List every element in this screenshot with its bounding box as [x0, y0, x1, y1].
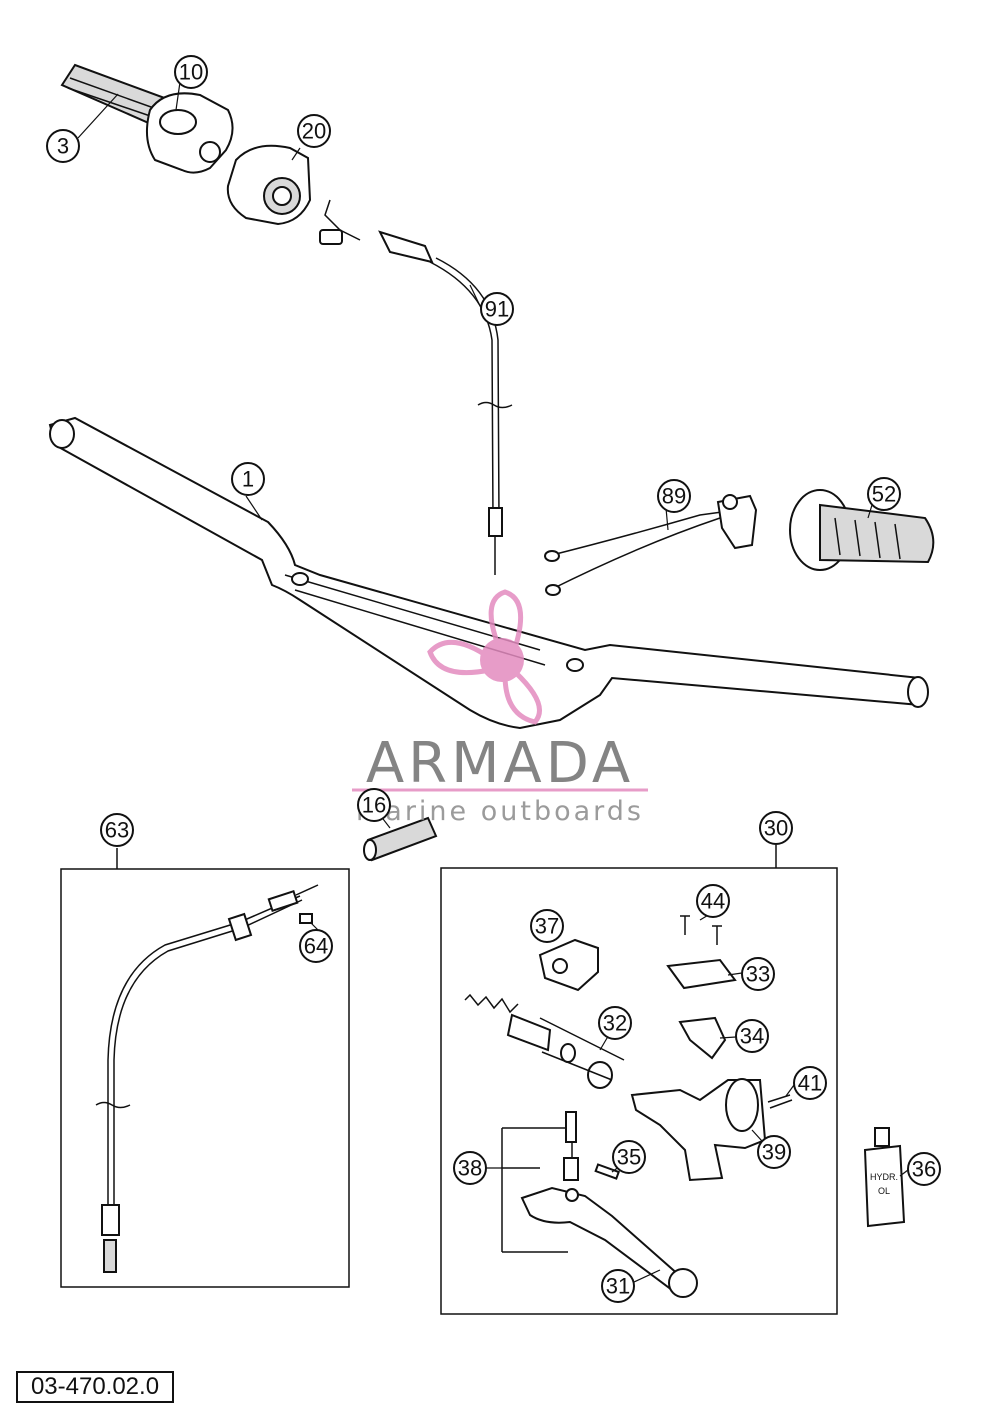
callout-63: 63 [100, 813, 134, 847]
svg-text:41: 41 [798, 1071, 822, 1096]
hydraulic-oil-bottle: HYDR. OL [863, 1127, 906, 1228]
svg-text:OL: OL [878, 1186, 890, 1196]
callout-30: 30 [759, 811, 793, 845]
svg-text:1: 1 [242, 467, 254, 492]
svg-text:39: 39 [762, 1140, 786, 1165]
callout-32: 32 [598, 1006, 632, 1040]
callout-39: 39 [757, 1135, 791, 1169]
callout-3: 3 [46, 129, 80, 163]
callout-64: 64 [299, 929, 333, 963]
master-cylinder-box [440, 845, 838, 1315]
callout-89: 89 [657, 479, 691, 513]
kill-switch-part [544, 494, 758, 596]
callout-44: 44 [696, 884, 730, 918]
svg-text:31: 31 [606, 1274, 630, 1299]
callout-20: 20 [297, 114, 331, 148]
svg-text:89: 89 [662, 484, 686, 509]
callout-33: 33 [741, 957, 775, 991]
left-grip-part [789, 489, 935, 571]
armada-logo: ARMADA marine outboards [352, 589, 648, 827]
callout-37: 37 [530, 909, 564, 943]
svg-text:32: 32 [603, 1011, 627, 1036]
svg-text:35: 35 [617, 1145, 641, 1170]
callout-36: 36 [907, 1152, 941, 1186]
callout-91: 91 [480, 292, 514, 326]
svg-text:30: 30 [764, 816, 788, 841]
svg-text:64: 64 [304, 934, 328, 959]
svg-text:34: 34 [740, 1024, 764, 1049]
callout-52: 52 [867, 477, 901, 511]
callout-16: 16 [357, 788, 391, 822]
bar-end-part [363, 816, 438, 862]
svg-text:38: 38 [458, 1156, 482, 1181]
callout-34: 34 [735, 1019, 769, 1053]
svg-text:20: 20 [302, 119, 326, 144]
throttle-cover-part [226, 144, 312, 226]
throttle-grip-part [60, 63, 234, 174]
svg-text:36: 36 [912, 1157, 936, 1182]
svg-text:44: 44 [701, 889, 725, 914]
svg-text:16: 16 [362, 793, 386, 818]
callout-10: 10 [174, 55, 208, 89]
callout-35: 35 [612, 1140, 646, 1174]
throttle-cable-part [319, 199, 513, 575]
svg-text:91: 91 [485, 297, 509, 322]
svg-text:37: 37 [535, 914, 559, 939]
clutch-cable-box [60, 848, 350, 1288]
svg-text:HYDR.: HYDR. [870, 1172, 898, 1182]
callout-31: 31 [601, 1269, 635, 1303]
svg-text:33: 33 [746, 962, 770, 987]
svg-text:63: 63 [105, 818, 129, 843]
callout-1: 1 [231, 462, 265, 496]
callouts: 3 10 20 91 1 89 52 16 63 64 30 37 44 33 … [46, 55, 941, 1303]
callout-38: 38 [453, 1151, 487, 1185]
brand-name: ARMADA [366, 731, 634, 796]
callout-41: 41 [793, 1066, 827, 1100]
brand-tagline: marine outboards [356, 796, 644, 827]
diagram-code: 03-470.02.0 [16, 1371, 174, 1403]
svg-text:52: 52 [872, 482, 896, 507]
handlebar-part [48, 416, 929, 730]
svg-text:3: 3 [57, 134, 69, 159]
svg-text:10: 10 [179, 60, 203, 85]
